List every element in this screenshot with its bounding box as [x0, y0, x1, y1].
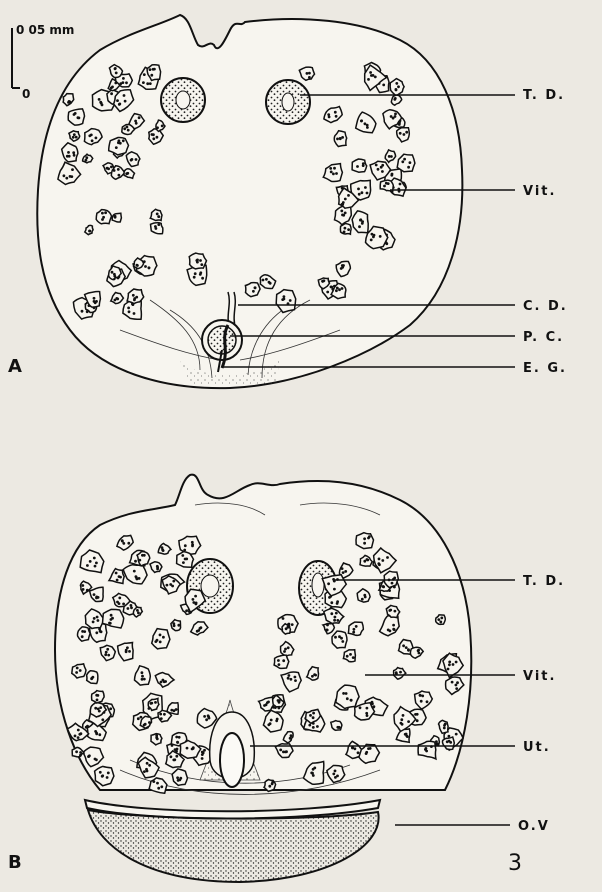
panel-b-ventral-sucker	[85, 800, 380, 882]
panel-a-label-td: T. D.	[523, 88, 565, 103]
vitelline-follicle	[172, 769, 187, 786]
vitelline-follicle	[78, 627, 91, 641]
scale-bar-bottom-label: 0	[22, 87, 30, 101]
vitelline-follicle	[356, 533, 374, 549]
panel-b-label-vit: Vit.	[523, 669, 556, 684]
panel-a-label: A	[8, 356, 22, 377]
panel-a-label-eg: E. G.	[523, 361, 567, 376]
panel-b-cross-section: B T. D. Vit. Ut. O.V	[8, 475, 565, 882]
panel-a-outline	[37, 15, 462, 388]
panel-a-label-cd: C. D.	[523, 299, 568, 314]
vitelline-follicle	[274, 655, 289, 668]
vitelline-follicle	[149, 778, 167, 793]
panel-a-label-vit: Vit.	[523, 184, 556, 199]
vitelline-follicle	[137, 552, 150, 566]
panel-b-label-ov: O.V	[518, 819, 550, 834]
figure-number: 3	[508, 851, 522, 876]
panel-a-label-pc: P. C.	[523, 330, 564, 345]
vitelline-follicle	[245, 283, 260, 297]
vitelline-follicle	[92, 691, 105, 704]
panel-a-cross-section: A T. D. Vit. C. D. P. C. E. G.	[8, 15, 568, 388]
scale-bar-top-label: 0 05 mm	[16, 23, 74, 37]
vitelline-follicle	[348, 622, 363, 635]
panel-b-label-ut: Ut.	[523, 740, 551, 755]
panel-b-label-td: T. D.	[523, 574, 565, 589]
vitelline-follicle	[112, 213, 121, 222]
vitelline-follicle	[332, 631, 347, 648]
vitelline-follicle	[331, 721, 342, 731]
panel-b-label: B	[8, 852, 22, 873]
vitelline-follicle	[68, 109, 84, 125]
